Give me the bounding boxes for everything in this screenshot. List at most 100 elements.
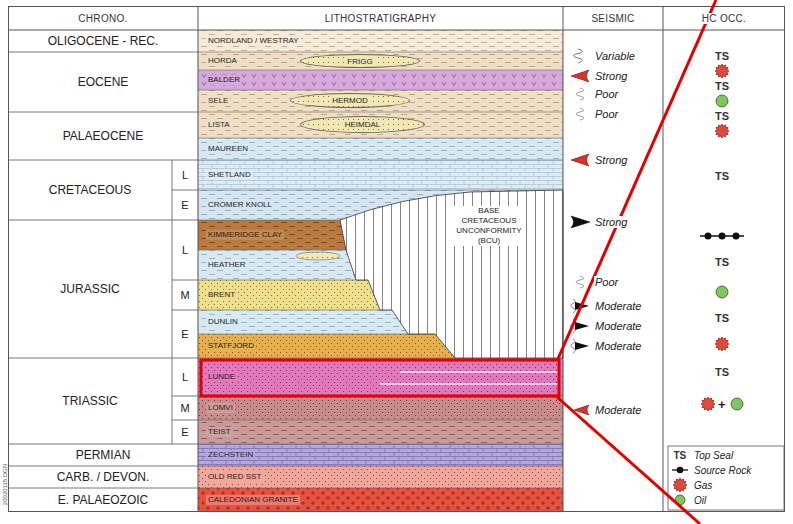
seismic-character: Poor: [594, 108, 619, 120]
period-name: EOCENE: [78, 75, 129, 89]
formation-name: DUNLIN: [206, 317, 240, 327]
subperiod-name: L: [182, 371, 188, 383]
subperiod-name: M: [180, 289, 189, 301]
lunde-stripes: [380, 372, 560, 384]
formation-fill: [198, 112, 563, 138]
top-seal-mark: TS: [715, 80, 729, 92]
legend-gas-symbol: [673, 478, 687, 492]
formation-band: LISTA HEIMDAL: [198, 112, 563, 138]
formation-band: BALDER: [198, 70, 563, 90]
seismic-symbol: [571, 339, 576, 353]
formation-name: LUNDE: [206, 372, 237, 382]
header-text: SEISMIC: [589, 13, 636, 24]
subperiod-cell: M: [172, 396, 198, 420]
legend-text: Top Seal: [694, 450, 733, 461]
file-watermark: 20020115.DGN: [2, 463, 9, 504]
seismic-character: Moderate: [594, 404, 642, 416]
seismic-symbol: [576, 108, 584, 120]
formation-band: SHETLAND: [198, 160, 563, 190]
formation-fill: [198, 396, 563, 420]
lens-name: FRIGG: [345, 57, 374, 66]
formation-band: HORDA FRIGG: [198, 52, 563, 70]
period-name: PALAEOCENE: [63, 129, 143, 143]
sand-lens: [296, 252, 340, 260]
subperiod-cell: L: [172, 358, 198, 396]
period-cell: JURASSIC: [8, 220, 172, 358]
formation-fill: [198, 30, 563, 52]
period-name: E. PALAEOZOIC: [58, 493, 148, 507]
header-cell: CHRONO.: [8, 6, 198, 30]
period-name: CARB. / DEVON.: [57, 470, 150, 484]
top-seal-mark: TS: [715, 50, 729, 62]
subperiod-name: L: [182, 169, 188, 181]
seismic-character: Moderate: [594, 300, 642, 312]
legend-text: Gas: [694, 480, 712, 491]
highlight-leader: [557, 0, 716, 361]
formation-band: HEATHER: [198, 250, 563, 280]
top-seal-mark: TS: [715, 312, 729, 324]
highlight-box: [201, 360, 559, 396]
seismic-character: Strong: [594, 216, 628, 228]
formation-name: HORDA: [206, 56, 239, 66]
subperiod-name: E: [181, 199, 188, 211]
legend-text: Oil: [694, 495, 706, 506]
seismic-symbol: [576, 276, 584, 288]
gas-symbol: [715, 337, 729, 351]
formation-band: LUNDE: [198, 358, 563, 396]
seismic-symbol: [575, 342, 589, 350]
formation-fill: [198, 160, 563, 190]
subperiod-name: M: [180, 402, 189, 414]
header-text: LITHOSTRATIGRAPHY: [323, 13, 439, 24]
header-text: CHRONO.: [76, 13, 129, 24]
formation-band: SELEHERMOD: [198, 90, 563, 112]
period-name: JURASSIC: [60, 282, 119, 296]
header-text: HC OCC.: [700, 13, 748, 24]
subperiod-cell: L: [172, 160, 198, 190]
formation-name: BALDER: [206, 75, 242, 85]
chrono-lines: [8, 52, 198, 488]
gas-symbol: [701, 397, 715, 411]
formation-fill: [198, 358, 563, 396]
plus-sign: +: [718, 398, 726, 411]
period-cell: CARB. / DEVON.: [8, 466, 198, 488]
top-seal-mark: TS: [715, 110, 729, 122]
legend-box: [668, 446, 784, 510]
formation-band: LOMVI: [198, 396, 563, 420]
seismic-character: Strong: [594, 154, 628, 166]
top-seal-mark: TS: [715, 366, 729, 378]
lens-name: HEIMDAL: [343, 120, 383, 129]
formation-fill: [198, 488, 563, 512]
oil-symbol: [731, 398, 743, 410]
source-rock-symbol: [733, 233, 740, 240]
formation-band: TEIST: [198, 420, 563, 444]
subperiod-cell: E: [172, 420, 198, 444]
column-lines: [8, 6, 785, 512]
legend-symbol: TS: [674, 450, 687, 461]
seismic-character: Poor: [594, 276, 619, 288]
period-cell: PERMIAN: [8, 444, 198, 466]
formation-fill: [198, 70, 563, 90]
subperiod-cell: M: [172, 280, 198, 310]
source-rock-symbol: [705, 233, 712, 240]
subperiod-name: E: [181, 426, 188, 438]
period-cell: OLIGOCENE - REC.: [8, 30, 198, 52]
formation-name: LISTA: [206, 120, 232, 130]
highlight-leader: [557, 397, 700, 524]
sand-lens: HEIMDAL: [300, 116, 425, 133]
formation-name: SHETLAND: [206, 170, 253, 180]
unconformity-label: BASE CRETACEOUS UNCONFORMITY (BCU): [452, 206, 526, 246]
period-name: PERMIAN: [76, 448, 131, 462]
formation-name: TEIST: [206, 427, 233, 437]
sand-lens: HERMOD: [290, 93, 410, 108]
oil-symbol: [716, 286, 728, 298]
seismic-symbol: [574, 49, 583, 63]
period-cell: CRETACEOUS: [8, 160, 172, 220]
header-cell: HC OCC.: [663, 6, 785, 30]
seismic-symbol: [571, 299, 576, 313]
subperiod-name: E: [181, 328, 188, 340]
formation-fill: [198, 420, 563, 444]
header-cell: SEISMIC: [563, 6, 663, 30]
lens-name: HERMOD: [330, 96, 370, 105]
formation-band: NORDLAND / WESTRAY: [198, 30, 563, 52]
